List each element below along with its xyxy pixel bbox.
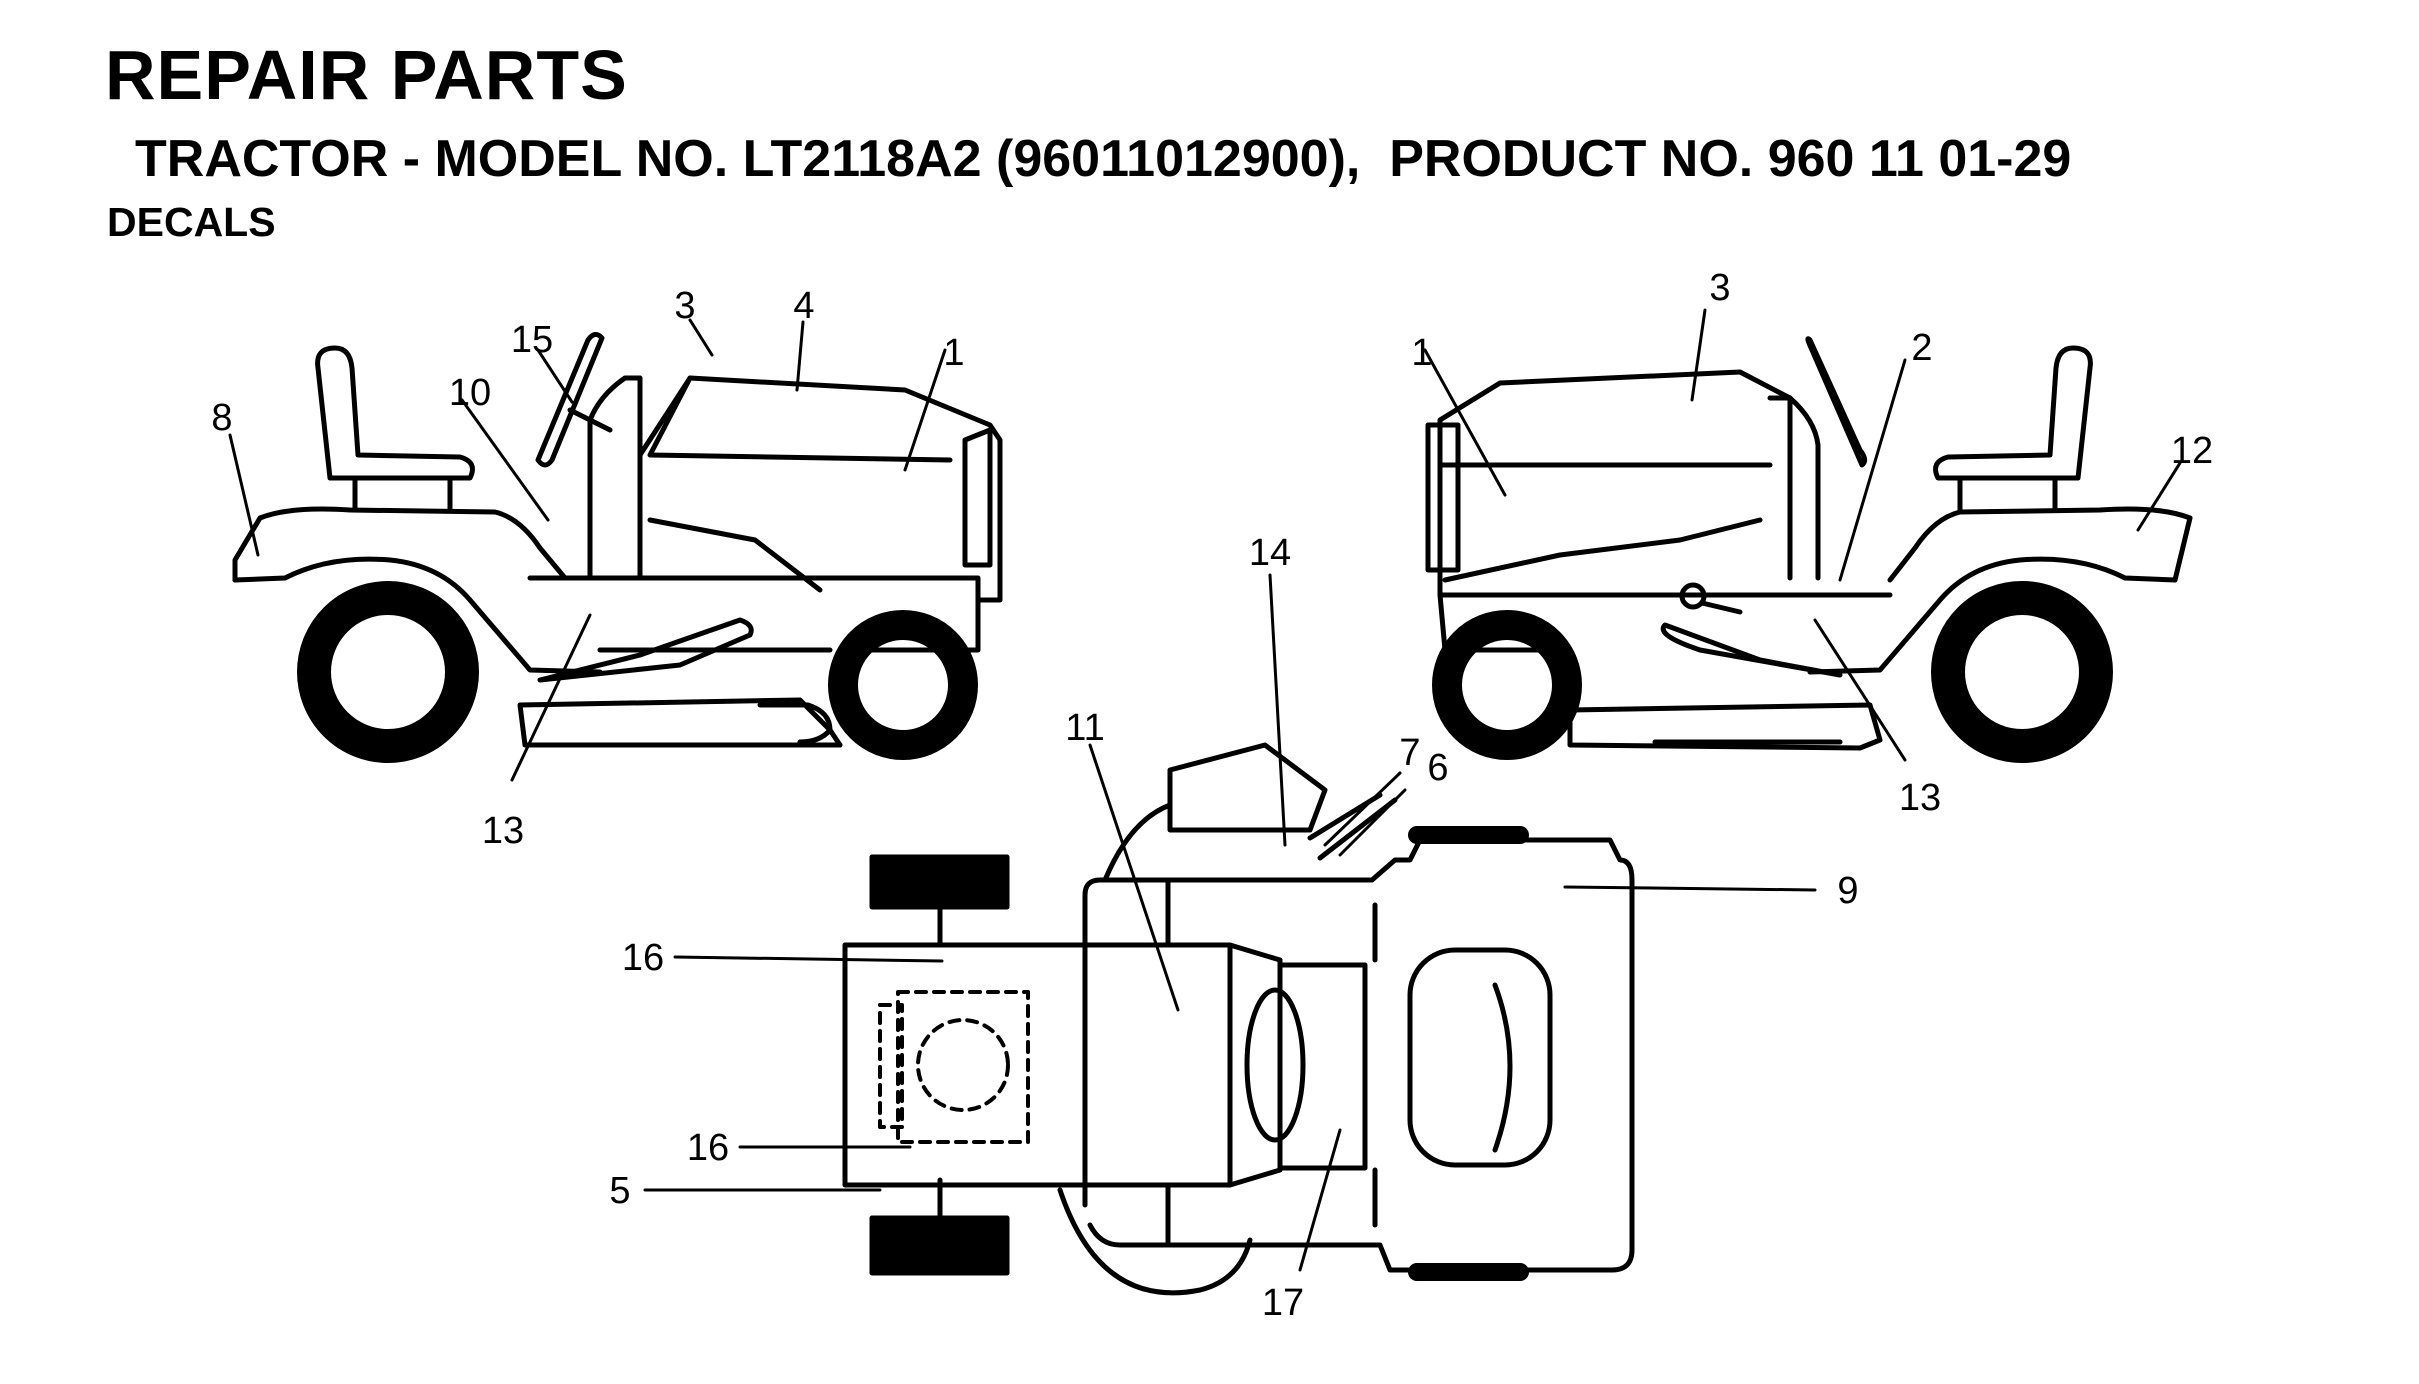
callout-15: 15: [511, 319, 553, 361]
front-wheel-tire: [1436, 614, 1578, 756]
callout-8: 8: [211, 397, 232, 439]
hood: [1437, 369, 1793, 598]
seat-top: [1167, 742, 1328, 833]
rear-body: [1082, 837, 1635, 1273]
chute: [1307, 792, 1398, 861]
callout-17: 17: [1262, 1282, 1304, 1324]
callout-13-left: 13: [482, 810, 524, 852]
rear-fender-inner: [1807, 556, 2178, 675]
rear-fender-inner: [232, 556, 603, 675]
deck-chute: [757, 702, 833, 745]
rear-wheel: [1931, 581, 2113, 763]
callout-3-left: 3: [674, 285, 695, 327]
hood-top-inner: [1492, 982, 1513, 1153]
steering-column: [567, 407, 613, 433]
leader-lines: [228, 308, 2182, 1272]
section-heading: DECALS: [107, 199, 276, 245]
hood-top: [1407, 947, 1553, 1168]
steering-wheel: [1805, 336, 1868, 468]
seat-support: [352, 475, 453, 513]
callout-5: 5: [609, 1170, 630, 1212]
callout-6: 6: [1427, 747, 1448, 789]
grille: [1425, 422, 1461, 573]
callout-9: 9: [1837, 870, 1858, 912]
control-lever: [1699, 600, 1743, 615]
dash-top: [1277, 962, 1368, 1171]
seat: [315, 345, 475, 481]
hood: [637, 375, 1003, 603]
callout-7: 7: [1399, 732, 1420, 774]
right-side-tractor: [1425, 336, 2193, 763]
callout-1-left: 1: [943, 332, 964, 374]
callout-10: 10: [449, 372, 491, 414]
dash-panel: [587, 375, 643, 581]
callout-labels: 1 3 4 15 10 8 13 1 3 2 12 13 14 11 7 6 9…: [211, 267, 2213, 1324]
rear-tire-top: [869, 854, 1010, 910]
hood-line: [1437, 462, 1773, 583]
callout-16-top: 16: [622, 937, 664, 979]
battery-bracket-dashed: [878, 1003, 904, 1129]
front-wheel: [828, 610, 978, 760]
callout-14: 14: [1249, 532, 1291, 574]
callout-4: 4: [793, 285, 814, 327]
hood-line: [647, 375, 953, 593]
rear-wheel-tire: [1935, 585, 2109, 759]
top-view-tractor: [842, 742, 1635, 1296]
control-knob: [1679, 582, 1707, 610]
callout-12: 12: [2171, 430, 2213, 472]
fuel-cap-dashed: [916, 1018, 1010, 1112]
front-wheel: [1432, 610, 1582, 760]
rear-wheel: [297, 581, 479, 763]
seat-arch: [1102, 802, 1173, 883]
seat: [1933, 345, 2093, 481]
rear-arc: [1057, 1187, 1253, 1296]
callout-2: 2: [1911, 327, 1932, 369]
model-subtitle: TRACTOR - MODEL NO. LT2118A2 (9601101290…: [135, 130, 2072, 188]
seat-support: [1957, 475, 2058, 513]
rear-fender: [1887, 506, 2193, 583]
grille: [962, 427, 993, 568]
callout-1-right: 1: [1411, 332, 1432, 374]
callout-11: 11: [1065, 707, 1104, 749]
callout-16-bottom: 16: [687, 1127, 729, 1169]
left-side-tractor: [232, 332, 1003, 763]
rear-deck: [842, 942, 1233, 1188]
steering-wheel: [535, 332, 605, 468]
dash-panel: [1767, 395, 1821, 581]
mower-deck: [517, 697, 843, 748]
battery-dashed: [896, 990, 1030, 1144]
mower-deck: [1567, 702, 1883, 751]
callout-3-right: 3: [1709, 267, 1730, 309]
footrest: [1227, 942, 1283, 1188]
rear-wheel-tire: [301, 585, 475, 759]
page-title: REPAIR PARTS: [105, 36, 628, 114]
front-wheel-tire: [832, 614, 974, 756]
callout-13-right: 13: [1899, 777, 1941, 819]
rear-fender: [232, 506, 568, 583]
steering-wheel-top: [1244, 987, 1306, 1143]
rear-tire-bottom: [869, 1215, 1010, 1276]
lift-lever: [1660, 622, 1843, 678]
lift-lever: [537, 617, 754, 683]
